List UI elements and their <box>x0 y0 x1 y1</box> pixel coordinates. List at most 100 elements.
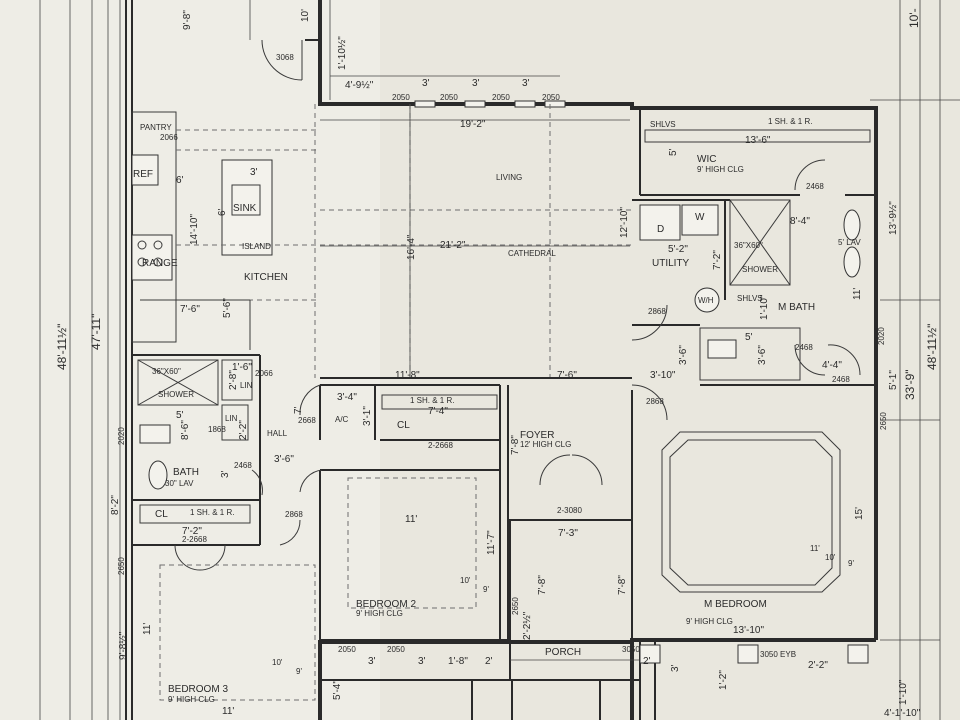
room-label-pantry: PANTRY <box>140 123 172 132</box>
room-label-shower-m: SHOWER <box>742 265 778 274</box>
room-label-wic-clg: 9' HIGH CLG <box>697 165 744 174</box>
dim-1-2: 1'-2" <box>718 670 729 690</box>
room-label-mbath: M BATH <box>778 302 815 313</box>
dim-2050f: 2050 <box>387 645 405 654</box>
room-label-lin-mid: LIN <box>225 414 238 423</box>
bath-walls <box>132 354 316 701</box>
dim-11-b2: 11' <box>405 514 417 525</box>
dim-10-b3: 10' <box>272 658 283 667</box>
dim-13-6: 13'-6" <box>745 135 771 146</box>
dim-7-3: 7'-3" <box>558 528 578 539</box>
dim-14-10: 14'-10" <box>189 214 200 245</box>
dim-11-8: 11'-8" <box>395 370 420 381</box>
dim-1-10-sh: 1'-10" <box>759 294 770 320</box>
dim-4-9h: 4'-9½" <box>345 80 374 91</box>
dim-12-10: 12'-10" <box>619 207 630 238</box>
dim-13-10: 13'-10" <box>733 625 764 636</box>
room-label-eyb: 3050 EYB <box>760 650 796 659</box>
dim-3-6c: 3'-6" <box>274 454 294 465</box>
dim-2468-wic: 2468 <box>806 182 824 191</box>
dim-2-mb: 2' <box>643 656 651 667</box>
living-grid <box>176 104 632 378</box>
dim-5-4: 5'-4" <box>332 680 343 700</box>
room-label-shlvs-mbath: SHLVS <box>737 294 763 303</box>
hall-walls <box>279 377 632 641</box>
room-label-lav-m: 5' LAV <box>838 238 861 247</box>
dim-2-8: 2'-8" <box>228 370 239 390</box>
dim-2-2b: 2'-2" <box>808 660 828 671</box>
room-label-ac: A/C <box>335 415 349 424</box>
dim-5-wc: 5' <box>745 332 753 343</box>
top-windows <box>414 100 566 108</box>
dim-3c: 3' <box>522 78 530 89</box>
dim-48-11h-right: 48'-11½" <box>925 324 939 370</box>
dim-7-8b: 7'-8" <box>537 575 548 595</box>
dim-7-hall: 7' <box>293 406 304 414</box>
room-label-shower-b-size: 36"X60" <box>152 367 181 376</box>
dim-3-porch: 3' <box>368 656 376 667</box>
dim-11-b3: 11' <box>142 623 153 635</box>
dim-1868: 1868 <box>208 425 226 434</box>
dim-7-4: 7'-4" <box>428 406 448 417</box>
dim-19-2: 19'-2" <box>460 119 486 130</box>
room-label-lin-top: LIN <box>240 381 253 390</box>
dim-11-bottom: 11' <box>222 706 234 717</box>
master-toilet <box>707 339 737 359</box>
dim-2650c: 2650 <box>511 597 520 615</box>
dim-2868a: 2868 <box>648 307 666 316</box>
kitchen-area <box>131 111 320 350</box>
room-label-wic: WIC <box>697 154 716 165</box>
dim-7-6a: 7'-6" <box>180 304 200 315</box>
dim-3-6b: 3'-6" <box>757 345 768 365</box>
room-label-cl-hall: CL <box>397 420 410 431</box>
dim-2468b: 2468 <box>795 343 813 352</box>
dim-2468d: 2468 <box>234 461 252 470</box>
room-label-foyer: FOYER <box>520 430 554 441</box>
dim-5-wic: 5' <box>668 148 679 156</box>
dim-2-2668b: 2-2668 <box>182 535 207 544</box>
room-label-living: LIVING <box>496 173 522 182</box>
island-box <box>221 159 273 256</box>
dim-3-kit: 3' <box>250 167 258 178</box>
master-bedroom-shape <box>631 304 841 640</box>
room-label-mbedroom: M BEDROOM <box>704 599 767 610</box>
room-label-shower-m-size: 36"X60" <box>734 241 763 250</box>
dim-33-9: 33'-9" <box>903 369 917 400</box>
dim-2050e: 2050 <box>338 645 356 654</box>
dim-2650b: 2650 <box>117 557 126 575</box>
dim-2-porch: 2' <box>485 656 493 667</box>
dim-2-3080: 2-3080 <box>557 506 582 515</box>
dim-3-bath: 3' <box>220 470 231 478</box>
dim-3a: 3' <box>422 78 430 89</box>
bath-lav <box>148 460 168 490</box>
dim-9-b3: 9' <box>296 667 302 676</box>
dim-1-6: 1'-6" <box>232 362 252 373</box>
dim-5-bath: 5' <box>176 410 184 421</box>
dim-2650a: 2650 <box>879 412 888 430</box>
dim-2468c: 2468 <box>832 375 850 384</box>
room-label-range: RANGE <box>142 258 178 269</box>
dryer-box <box>639 204 681 241</box>
porch-area <box>509 520 869 680</box>
dim-3b: 3' <box>472 78 480 89</box>
room-label-kitchen: KITCHEN <box>244 272 288 283</box>
dim-2066b: 2066 <box>255 369 273 378</box>
dim-3-1: 3'-1" <box>362 406 373 426</box>
room-label-porch: PORCH <box>545 647 581 658</box>
master-shower <box>729 199 791 286</box>
room-label-foyer-clg: 12' HIGH CLG <box>520 440 571 449</box>
dim-9-8h: 9'-8½" <box>118 631 129 660</box>
dim-4-1-10: 4'-1'-10" <box>884 708 921 719</box>
dim-1-8: 1'-8" <box>448 656 468 667</box>
dim-9-8: 9'-8" <box>182 10 193 30</box>
room-label-bedroom3-clg: 9' HIGH CLG <box>168 695 215 704</box>
room-label-island: ISLAND <box>242 242 271 251</box>
ref-box <box>131 154 159 186</box>
dim-2-2h: 2'-2½" <box>522 611 533 640</box>
sink-basin <box>231 184 261 216</box>
dim-2050c: 2050 <box>492 93 510 102</box>
room-label-sink: SINK <box>233 203 257 214</box>
dim-2-2668: 2-2668 <box>428 441 453 450</box>
room-label-shlvs-top: SHLVS <box>650 120 676 129</box>
dim-2868b: 2868 <box>646 397 664 406</box>
